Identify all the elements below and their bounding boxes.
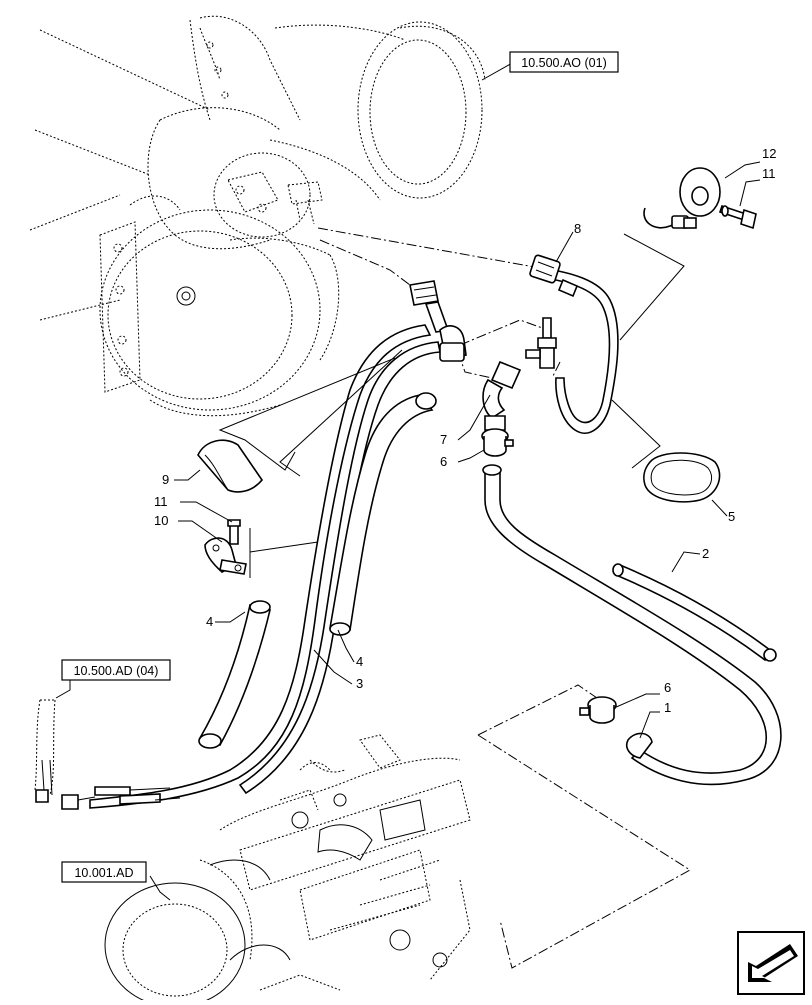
reference-bottom[interactable]: 10.001.AD <box>61 861 147 883</box>
fitting-7 <box>482 360 522 431</box>
grommet-5 <box>643 452 721 503</box>
clamp-6-lower <box>579 696 617 724</box>
callout-5: 5 <box>728 509 735 524</box>
pipe-4-right <box>329 392 437 636</box>
pipe-4-left <box>198 600 271 749</box>
callout-9: 9 <box>162 472 169 487</box>
callout-12: 12 <box>762 146 776 161</box>
callout-11-top: 11 <box>762 166 776 181</box>
callout-6-lower: 6 <box>664 680 671 695</box>
callout-3: 3 <box>356 676 363 691</box>
muffler-assembly <box>29 15 486 417</box>
reference-top[interactable]: 10.500.AO (01) <box>509 51 619 73</box>
callout-7: 7 <box>440 432 447 447</box>
routing-lines <box>317 227 691 969</box>
wiring-harness <box>34 699 96 810</box>
callout-1: 1 <box>664 700 671 715</box>
reference-left[interactable]: 10.500.AD (04) <box>61 659 171 681</box>
callout-4-right: 4 <box>356 654 363 669</box>
callout-4-left: 4 <box>206 614 213 629</box>
callout-8: 8 <box>574 221 581 236</box>
clamp-6-upper <box>481 428 514 457</box>
clamp-12 <box>643 167 721 229</box>
callouts: 8 12 11 7 6 5 2 6 1 9 11 10 4 4 3 <box>154 146 776 715</box>
screw-11-top <box>718 204 757 230</box>
callout-11-lower: 11 <box>154 494 168 509</box>
reference-bottom-label: 10.001.AD <box>74 866 133 880</box>
bracket-10 <box>204 537 247 575</box>
hose-2 <box>482 464 782 786</box>
hose-3 <box>89 280 467 809</box>
hose-8 <box>525 254 619 434</box>
callout-10: 10 <box>154 513 168 528</box>
reference-top-label: 10.500.AO (01) <box>521 56 606 70</box>
screw-11-lower <box>227 519 241 545</box>
cover-9 <box>197 439 264 493</box>
forward-arrow-icon[interactable] <box>737 931 805 995</box>
leader-lines <box>55 61 761 901</box>
callout-6-upper: 6 <box>440 454 447 469</box>
reference-left-label: 10.500.AD (04) <box>74 664 159 678</box>
engine-assembly <box>104 734 471 1005</box>
callout-2: 2 <box>702 546 709 561</box>
